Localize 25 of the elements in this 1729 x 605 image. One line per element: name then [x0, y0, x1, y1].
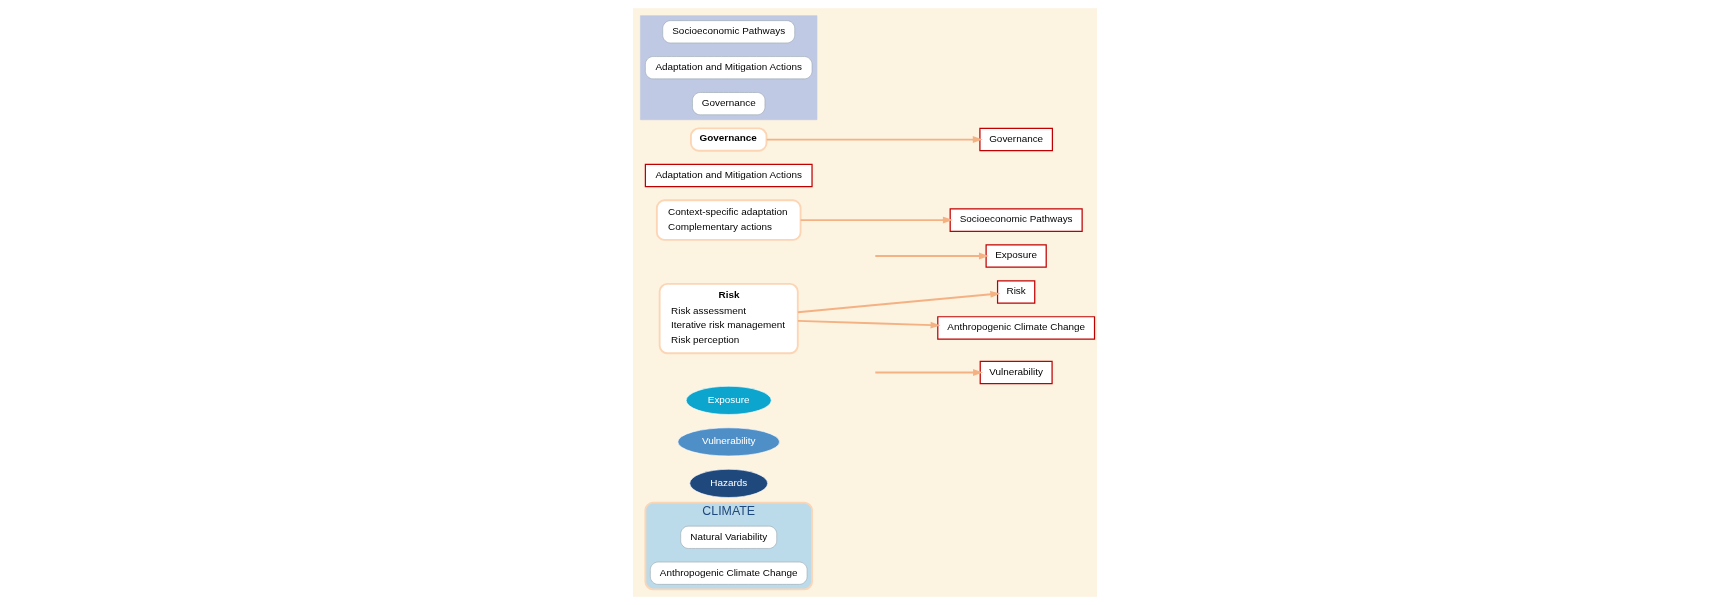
arrow [796, 319, 940, 329]
node-box: Vulnerability [979, 360, 1053, 385]
node-ellipse: Hazards [688, 469, 768, 498]
node-box: Adaptation and Mitigation Actions [644, 163, 813, 188]
arrow [796, 290, 1000, 314]
node-box: Anthropogenic Climate Change [936, 316, 1095, 340]
arrow [765, 136, 983, 144]
node-ellipse: Vulnerability [677, 427, 780, 457]
node-box: Adaptation and Mitigation Actions [644, 56, 812, 80]
cluster [639, 15, 817, 121]
node-box: Socioeconomic Pathways [949, 208, 1083, 232]
arrow [799, 216, 953, 224]
node-box: Socioeconomic Pathways [661, 20, 795, 44]
node-box: Risk Risk assessment Iterative risk management Risk perception [658, 283, 799, 355]
node-box: Risk [996, 280, 1035, 304]
node-box: Governance [691, 92, 765, 116]
node-box: Context-specific adaptation Complementary actions [655, 199, 801, 241]
node-ellipse: Exposure [685, 385, 772, 415]
arrow [873, 252, 989, 260]
node-box: Governance [978, 127, 1053, 152]
node-box: Anthropogenic Climate Change [649, 561, 807, 585]
node-box: Natural Variability [679, 525, 777, 549]
arrow [873, 369, 983, 376]
node-box: Governance [689, 127, 767, 152]
node-box: Exposure [985, 244, 1047, 268]
